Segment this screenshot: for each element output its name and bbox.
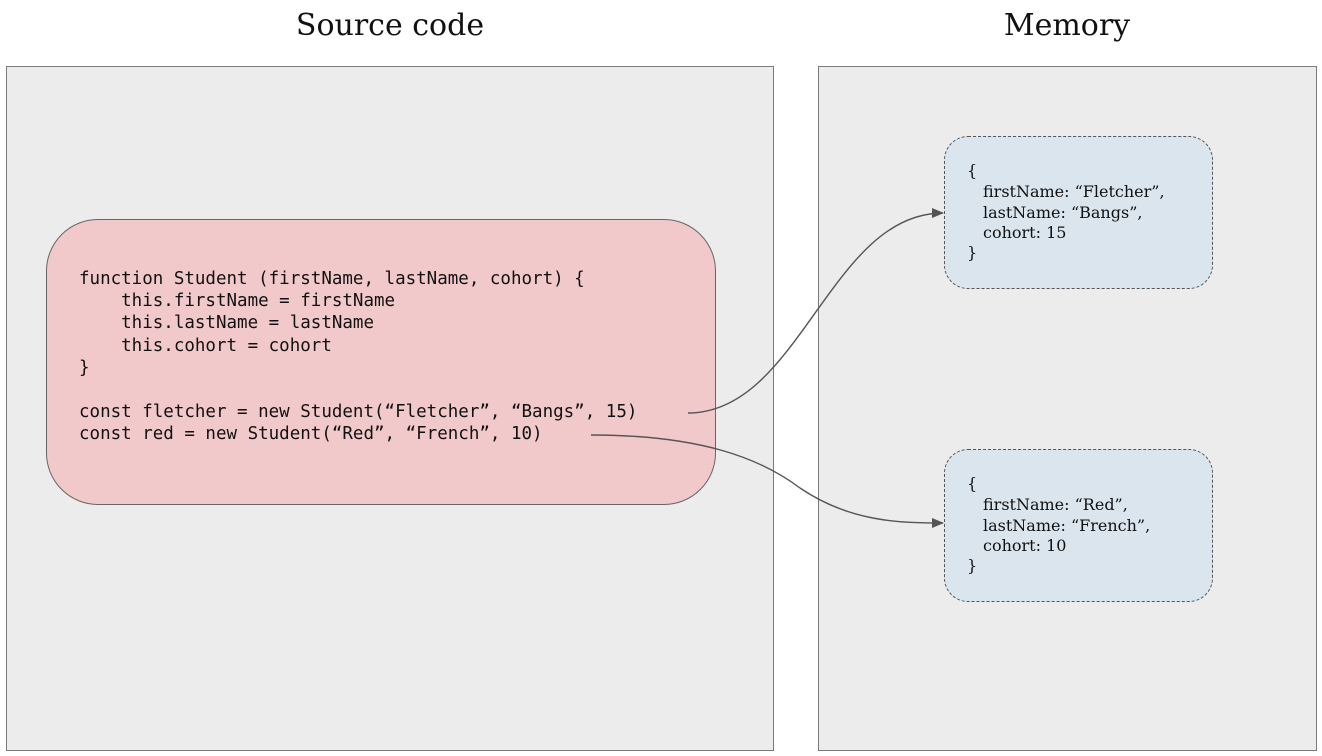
object-first-name: firstName: “Red”, — [983, 495, 1128, 514]
code-line-closing-brace: } — [79, 358, 90, 378]
code-line-const-fletcher: const fletcher = new Student(“Fletcher”,… — [79, 402, 638, 422]
object-close-brace: } — [967, 243, 978, 262]
code-line-assign-last-name: this.lastName = lastName — [79, 313, 375, 333]
source-code-title: Source code — [295, 8, 485, 43]
code-line-assign-cohort: this.cohort = cohort — [79, 336, 332, 356]
code-line-assign-first-name: this.firstName = firstName — [79, 291, 396, 311]
object-close-brace: } — [967, 556, 978, 575]
code-block — [46, 219, 716, 505]
object-cohort: cohort: 10 — [983, 536, 1067, 555]
code-line-function-declaration: function Student (firstName, lastName, c… — [79, 269, 585, 289]
object-last-name: lastName: “Bangs”, — [983, 203, 1143, 222]
object-open-brace: { — [967, 161, 978, 180]
object-last-name: lastName: “French”, — [983, 516, 1151, 535]
code-line-const-red: const red = new Student(“Red”, “French”,… — [79, 424, 543, 444]
object-first-name: firstName: “Fletcher”, — [983, 182, 1165, 201]
memory-title: Memory — [1003, 8, 1131, 43]
memory-object-fletcher — [944, 136, 1213, 289]
object-open-brace: { — [967, 474, 978, 493]
object-cohort: cohort: 15 — [983, 223, 1067, 242]
memory-object-red — [944, 449, 1213, 602]
